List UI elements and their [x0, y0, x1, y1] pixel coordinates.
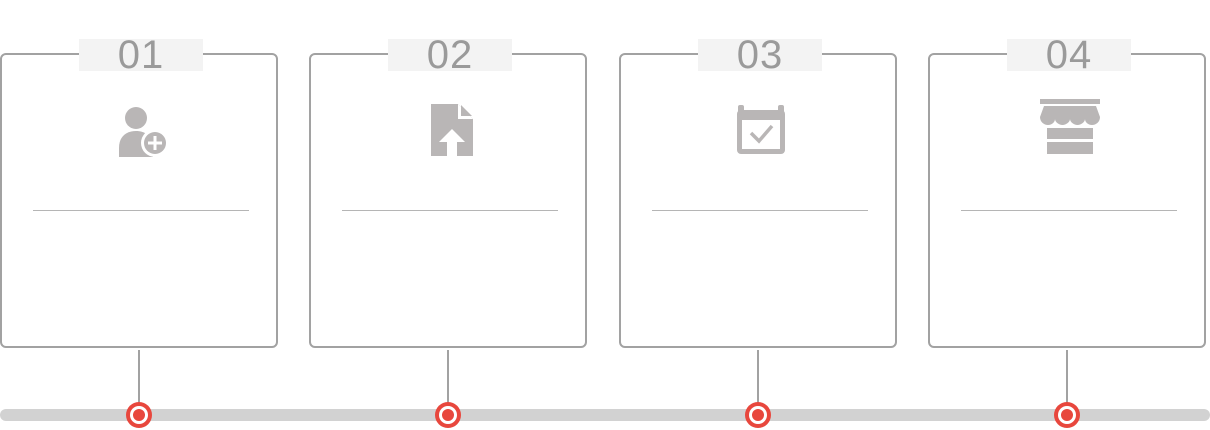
step-number: 01	[79, 35, 203, 75]
step-card-1: 01	[0, 35, 278, 348]
step-number: 03	[698, 35, 822, 75]
step-card-2: 02	[309, 35, 587, 348]
connector-line-2	[447, 350, 449, 410]
timeline-track	[0, 409, 1210, 421]
card-divider	[33, 210, 249, 211]
connector-line-3	[757, 350, 759, 410]
step-number: 04	[1007, 35, 1131, 75]
timeline-dot-4	[1054, 402, 1080, 428]
step-number: 02	[388, 35, 512, 75]
file-upload-icon	[421, 99, 481, 159]
user-add-icon	[112, 99, 172, 159]
connector-line-1	[138, 350, 140, 410]
calendar-check-icon	[731, 99, 791, 159]
card-divider	[652, 210, 868, 211]
step-card-3: 03	[619, 35, 897, 348]
step-card-4: 04	[928, 35, 1206, 348]
timeline-dot-2	[435, 402, 461, 428]
connector-line-4	[1066, 350, 1068, 410]
card-divider	[342, 210, 558, 211]
timeline-dot-3	[745, 402, 771, 428]
timeline-dot-1	[126, 402, 152, 428]
card-divider	[961, 210, 1177, 211]
storefront-icon	[1040, 99, 1100, 159]
